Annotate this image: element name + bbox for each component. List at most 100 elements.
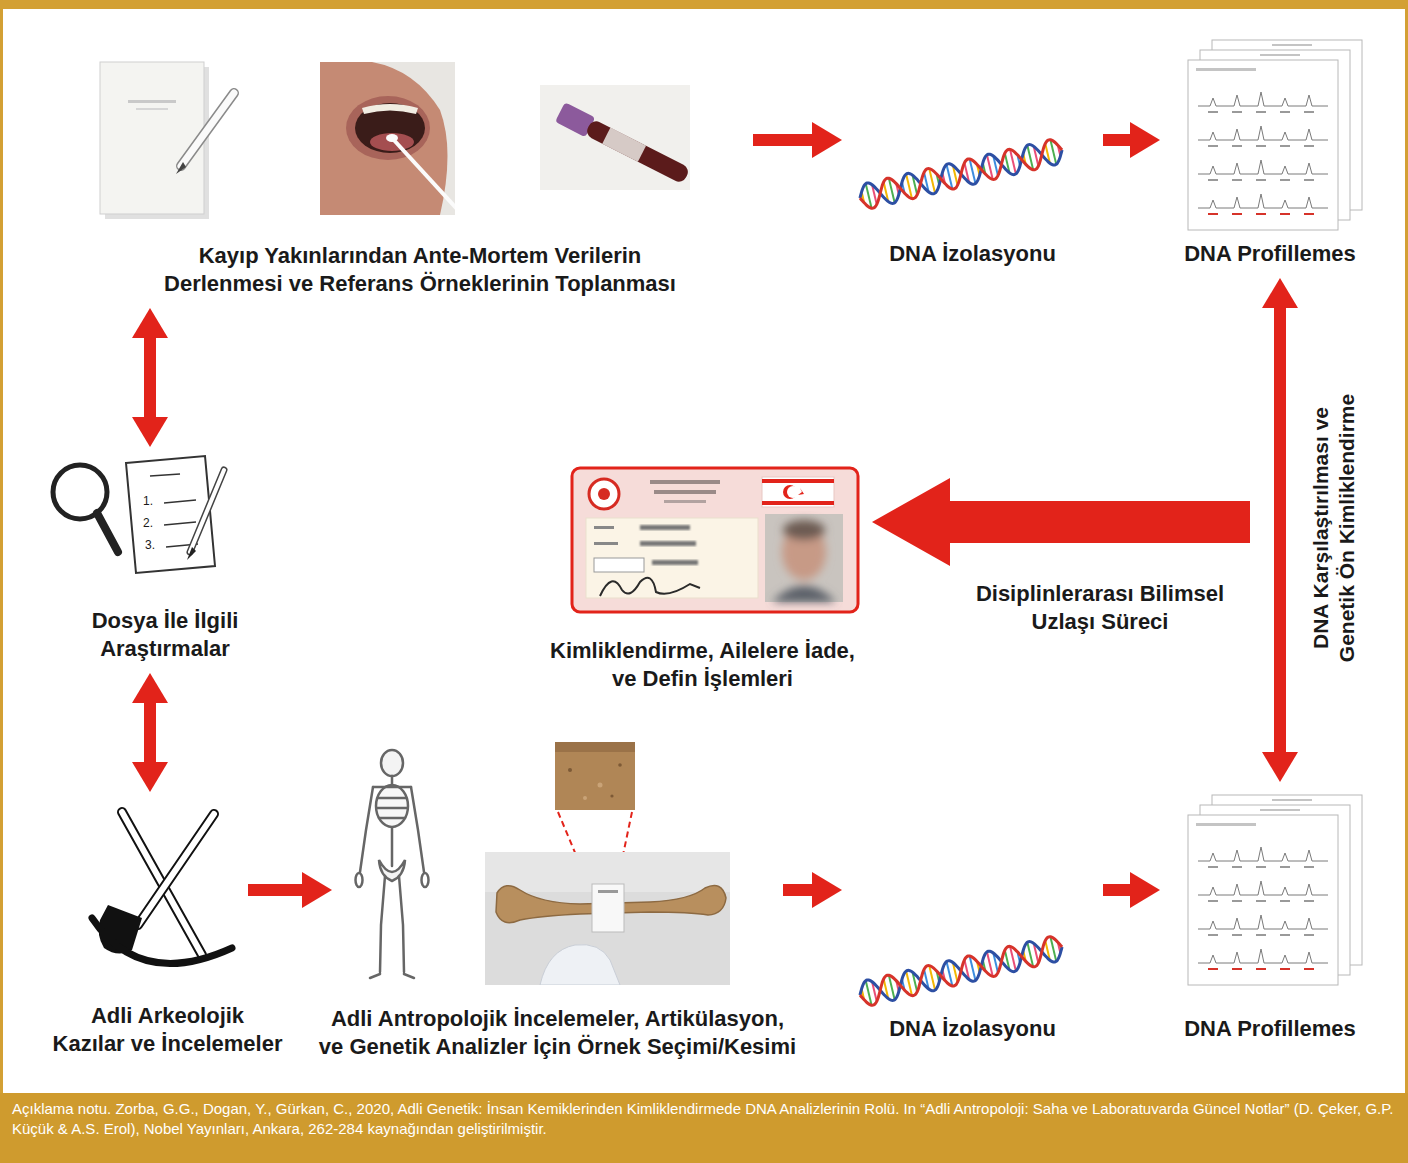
id-card	[586, 518, 758, 598]
flow-arrow	[783, 884, 812, 896]
research-icon	[190, 470, 224, 552]
flow-arrow	[144, 703, 156, 762]
sheet-header	[1196, 68, 1256, 71]
bone-sample-photo	[598, 783, 603, 788]
skeleton-figure	[380, 876, 385, 972]
id-card	[572, 468, 858, 612]
profile-peaks	[1198, 915, 1328, 929]
list-number: 2.	[143, 516, 153, 531]
skeleton-figure	[376, 785, 408, 827]
process-node: DNA İzolasyonu	[850, 110, 1095, 270]
id-card	[798, 488, 804, 495]
gold-frame	[0, 1093, 1408, 1163]
research-icon	[190, 470, 224, 552]
allele-mark	[1280, 900, 1290, 902]
allele-mark	[1304, 213, 1314, 215]
profile-peaks	[1198, 847, 1328, 861]
femur-photo	[485, 852, 730, 985]
process-node: DNA İzolasyonu	[850, 870, 1095, 1045]
gold-frame	[1405, 0, 1408, 1163]
bone-sample-photo	[568, 768, 572, 772]
sheet-header	[1272, 799, 1312, 801]
allele-mark	[1304, 866, 1314, 868]
allele-mark	[1232, 213, 1242, 215]
skeleton-figure	[379, 817, 405, 820]
excavation-icon	[92, 812, 232, 963]
skeleton-figure	[379, 860, 405, 881]
id-card	[762, 477, 834, 507]
process-node: Kayıp Yakınlarından Ante-Mortem Verileri…	[95, 55, 745, 300]
helix-strand	[860, 140, 1062, 208]
id-card	[650, 480, 720, 484]
profile-peaks	[1198, 881, 1328, 895]
dna-profile-sheets	[1188, 795, 1362, 985]
sheet-header	[1272, 44, 1312, 46]
node-label: Kimliklendirme, Ailelere İade, ve Defin …	[543, 637, 863, 693]
id-card	[594, 558, 644, 572]
node-label: DNA Profillemes	[1170, 1015, 1370, 1043]
allele-mark	[1256, 145, 1266, 147]
id-card	[765, 514, 843, 602]
swab-photo	[346, 96, 430, 160]
allele-mark	[1208, 866, 1218, 868]
id-card	[664, 500, 706, 503]
flow-arrow	[144, 338, 156, 417]
allele-mark	[1280, 213, 1290, 215]
form-icon	[176, 162, 186, 174]
profile-sheet	[1188, 815, 1338, 985]
node-label: DNA İzolasyonu	[855, 240, 1090, 268]
allele-mark	[1304, 968, 1314, 970]
skeleton-figure	[370, 974, 380, 978]
allele-mark	[1280, 934, 1290, 936]
bone-sample-photo	[618, 763, 622, 767]
femur-photo	[592, 884, 624, 932]
skeleton-figure	[356, 750, 429, 978]
bone-sample-photo	[555, 742, 635, 810]
skeleton-figure	[377, 807, 407, 810]
flow-arrow	[1103, 884, 1130, 896]
allele-mark	[1232, 934, 1242, 936]
blood-tube-photo	[584, 119, 690, 185]
allele-mark	[1232, 145, 1242, 147]
flow-arrow	[1103, 134, 1130, 146]
allele-mark	[1256, 968, 1266, 970]
id-card	[787, 486, 799, 498]
research-icon	[164, 500, 196, 503]
swab-photo	[320, 62, 455, 215]
node-label: DNA İzolasyonu	[855, 1015, 1090, 1043]
process-node: Adli Antropolojik İncelemeler, Artikülas…	[340, 740, 775, 985]
allele-mark	[1208, 934, 1218, 936]
dna-helix	[860, 937, 1062, 1006]
bone-sample-photo	[555, 742, 635, 752]
node-label: Adli Arkeolojik Kazılar ve İncelemeler	[48, 1002, 288, 1058]
allele-mark	[1304, 900, 1314, 902]
blood-tube-photo	[540, 85, 690, 190]
allele-mark	[1280, 968, 1290, 970]
allele-mark	[1208, 213, 1218, 215]
allele-mark	[1304, 179, 1314, 181]
node-label: Dosya İle İlgili Araştırmalar	[50, 607, 280, 663]
skeleton-figure	[356, 873, 363, 887]
swab-photo	[362, 104, 418, 114]
allele-mark	[1232, 900, 1242, 902]
profile-peaks	[1198, 126, 1328, 140]
id-card	[572, 468, 858, 612]
research-icon	[187, 547, 196, 560]
form-icon	[128, 100, 176, 103]
allele-mark	[1256, 866, 1266, 868]
research-icon	[150, 474, 180, 476]
dna-helix	[860, 140, 1062, 209]
allele-mark	[1304, 934, 1314, 936]
allele-mark	[1256, 179, 1266, 181]
swab-photo	[392, 138, 455, 210]
consensus-arrow	[872, 478, 1250, 566]
form-icon	[100, 62, 204, 214]
node-label: DNA Profillemes	[1170, 240, 1370, 268]
allele-mark	[1208, 179, 1218, 181]
allele-mark	[1208, 900, 1218, 902]
process-node: Kimliklendirme, Ailelere İade, ve Defin …	[540, 465, 865, 695]
femur-photo	[485, 852, 730, 985]
form-icon	[136, 108, 168, 110]
id-card	[594, 542, 618, 545]
